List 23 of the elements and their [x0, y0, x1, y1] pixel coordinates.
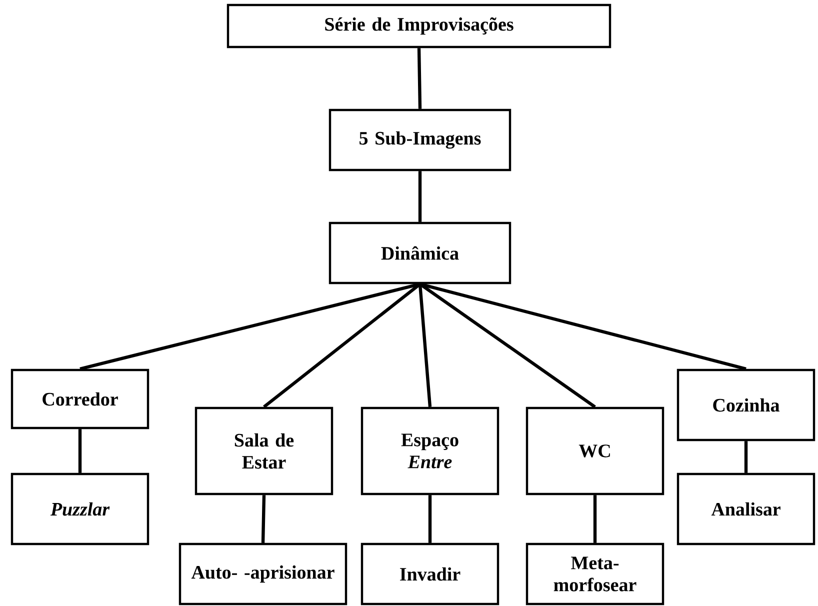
process-box: Puzzlar	[10, 472, 150, 546]
connector-line	[417, 48, 422, 109]
connector-line	[418, 284, 432, 408]
connector-line	[261, 495, 266, 543]
connector-line	[80, 282, 420, 370]
process-box: Sala de Estar	[194, 406, 334, 496]
connector-line	[428, 495, 432, 543]
process-box: Corredor	[10, 368, 150, 430]
process-box: Auto- -aprisionar	[178, 542, 348, 606]
process-box: WC	[526, 406, 664, 496]
process-box: Analisar	[676, 472, 816, 546]
process-box: Cozinha	[676, 368, 816, 442]
connector-line	[593, 495, 597, 543]
connector-line	[744, 441, 748, 473]
process-box: Espaço Entre	[360, 406, 500, 496]
connector-line	[418, 171, 422, 222]
process-box: 5 Sub-Imagens	[328, 108, 512, 172]
process-box: Série de Improvisações	[226, 4, 612, 48]
connector-line	[420, 282, 746, 370]
process-box: Dinâmica	[328, 222, 512, 284]
process-box: Invadir	[360, 542, 500, 606]
process-box: Meta- morfosear	[526, 542, 664, 606]
connector-line	[78, 429, 82, 473]
